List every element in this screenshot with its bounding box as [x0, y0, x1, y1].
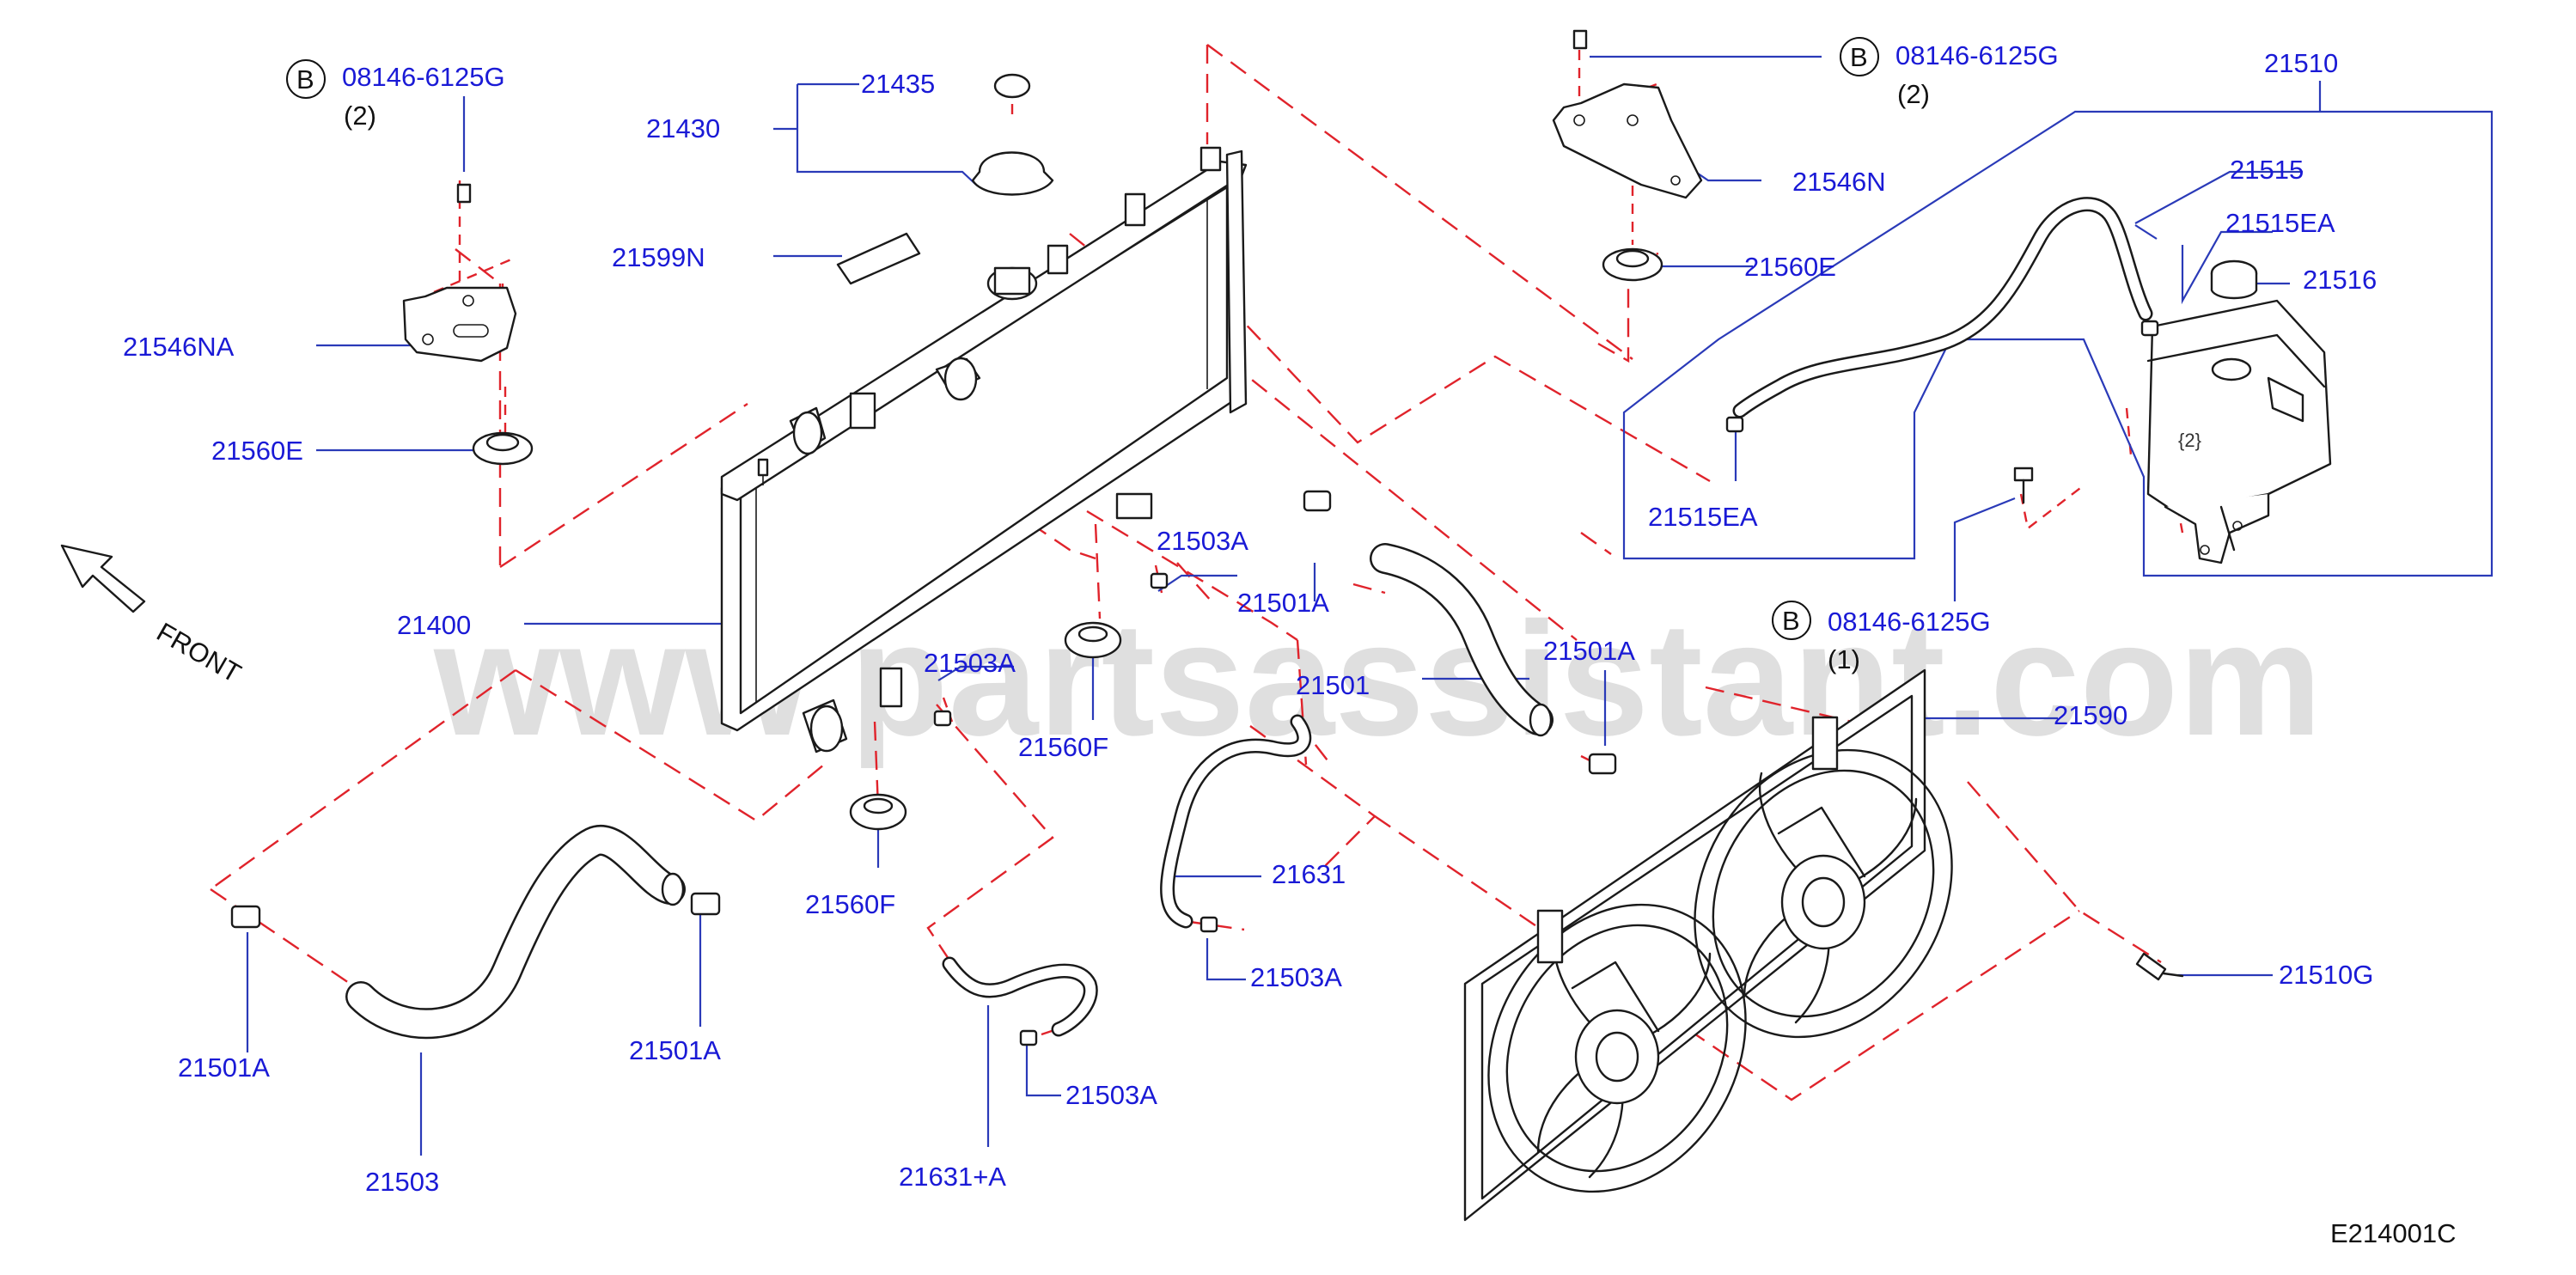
grommet-21560f-drawings — [849, 621, 1122, 831]
watermark-text: www.partsassistant.com — [433, 589, 2323, 769]
label-21501a-lower-mid: 21501A — [629, 1035, 721, 1065]
label-21590: 21590 — [2054, 700, 2127, 730]
label-21516: 21516 — [2303, 265, 2377, 295]
label-21560f-lower: 21560F — [805, 889, 895, 919]
label-21400: 21400 — [397, 610, 471, 640]
label-21503a-mid: 21503A — [924, 648, 1016, 678]
right-bracket-drawing — [1552, 29, 1703, 282]
bolt-callout-2: B 08146-6125G (2) — [1840, 37, 2059, 109]
callout-circle-icon — [1772, 601, 1811, 640]
upper-hose-drawing — [1370, 543, 1554, 737]
callout-letter: B — [296, 64, 314, 95]
radiator-drawing — [720, 146, 1248, 753]
label-21435: 21435 — [861, 69, 935, 99]
label-21560e-right: 21560E — [1744, 252, 1836, 282]
hose-21631a-drawing — [942, 956, 1098, 1037]
label-21501a-lower-left: 21501A — [178, 1052, 270, 1083]
bolt-callout-1: B 08146-6125G (2) — [286, 59, 505, 131]
label-21510g: 21510G — [2279, 960, 2373, 990]
reservoir-tank-drawing: {2} — [2146, 259, 2332, 564]
label-21503a-right: 21503A — [1250, 962, 1342, 992]
label-21546n: 21546N — [1792, 167, 1886, 197]
callout-circle-icon — [286, 59, 326, 99]
label-21515: 21515 — [2230, 155, 2304, 185]
reservoir-hose-drawing — [1732, 197, 2153, 418]
label-21501: 21501 — [1296, 670, 1370, 700]
left-bracket-drawing — [402, 183, 534, 466]
label-21501a-upper: 21501A — [1237, 588, 1329, 618]
label-21515ea-top: 21515EA — [2225, 208, 2335, 238]
diagram-code: E214001C — [2330, 1218, 2457, 1248]
callout-quantity: (2) — [1897, 79, 1930, 109]
front-arrow-icon — [60, 544, 146, 613]
label-21430: 21430 — [646, 113, 720, 143]
label-21503a-upper: 21503A — [1157, 526, 1248, 556]
callout-part-number: 08146-6125G — [1895, 40, 2059, 70]
svg-text:{2}: {2} — [2178, 430, 2201, 451]
label-21599n: 21599N — [612, 242, 705, 272]
label-21503: 21503 — [365, 1167, 439, 1197]
hose-21631-drawing — [1160, 714, 1312, 929]
fan-shroud-drawing — [1463, 668, 1953, 1222]
part-labels: 21435 21430 21599N 21546NA 21560E 21400 … — [123, 48, 2377, 1197]
label-21546na: 21546NA — [123, 332, 235, 362]
leader-lines — [246, 55, 2494, 1156]
callout-circle-icon — [1840, 37, 1879, 76]
dashed-assembly-lines — [210, 44, 2184, 1101]
callout-letter: B — [1782, 606, 1800, 636]
callout-quantity: (2) — [344, 101, 376, 131]
label-21515ea-bottom: 21515EA — [1648, 502, 1758, 532]
clamps-and-fasteners — [230, 320, 2184, 1046]
callout-part-number: 08146-6125G — [1828, 607, 1991, 637]
front-label: FRONT — [152, 617, 247, 689]
label-21501a-right: 21501A — [1543, 636, 1635, 666]
bolt-callout-3: B 08146-6125G (1) — [1772, 601, 1991, 674]
lower-hose-drawing — [345, 825, 686, 1040]
callout-quantity: (1) — [1828, 644, 1860, 674]
label-21503a-bottom: 21503A — [1065, 1080, 1157, 1110]
callout-part-number: 08146-6125G — [342, 62, 505, 92]
label-21631: 21631 — [1272, 859, 1346, 889]
label-plate-drawing — [836, 232, 921, 285]
label-21560e-left: 21560E — [211, 436, 303, 466]
radiator-cap-drawing — [971, 73, 1054, 301]
label-21560f-upper: 21560F — [1018, 732, 1108, 762]
callout-letter: B — [1850, 42, 1868, 72]
label-21510: 21510 — [2264, 48, 2338, 78]
label-21631a: 21631+A — [899, 1162, 1006, 1192]
